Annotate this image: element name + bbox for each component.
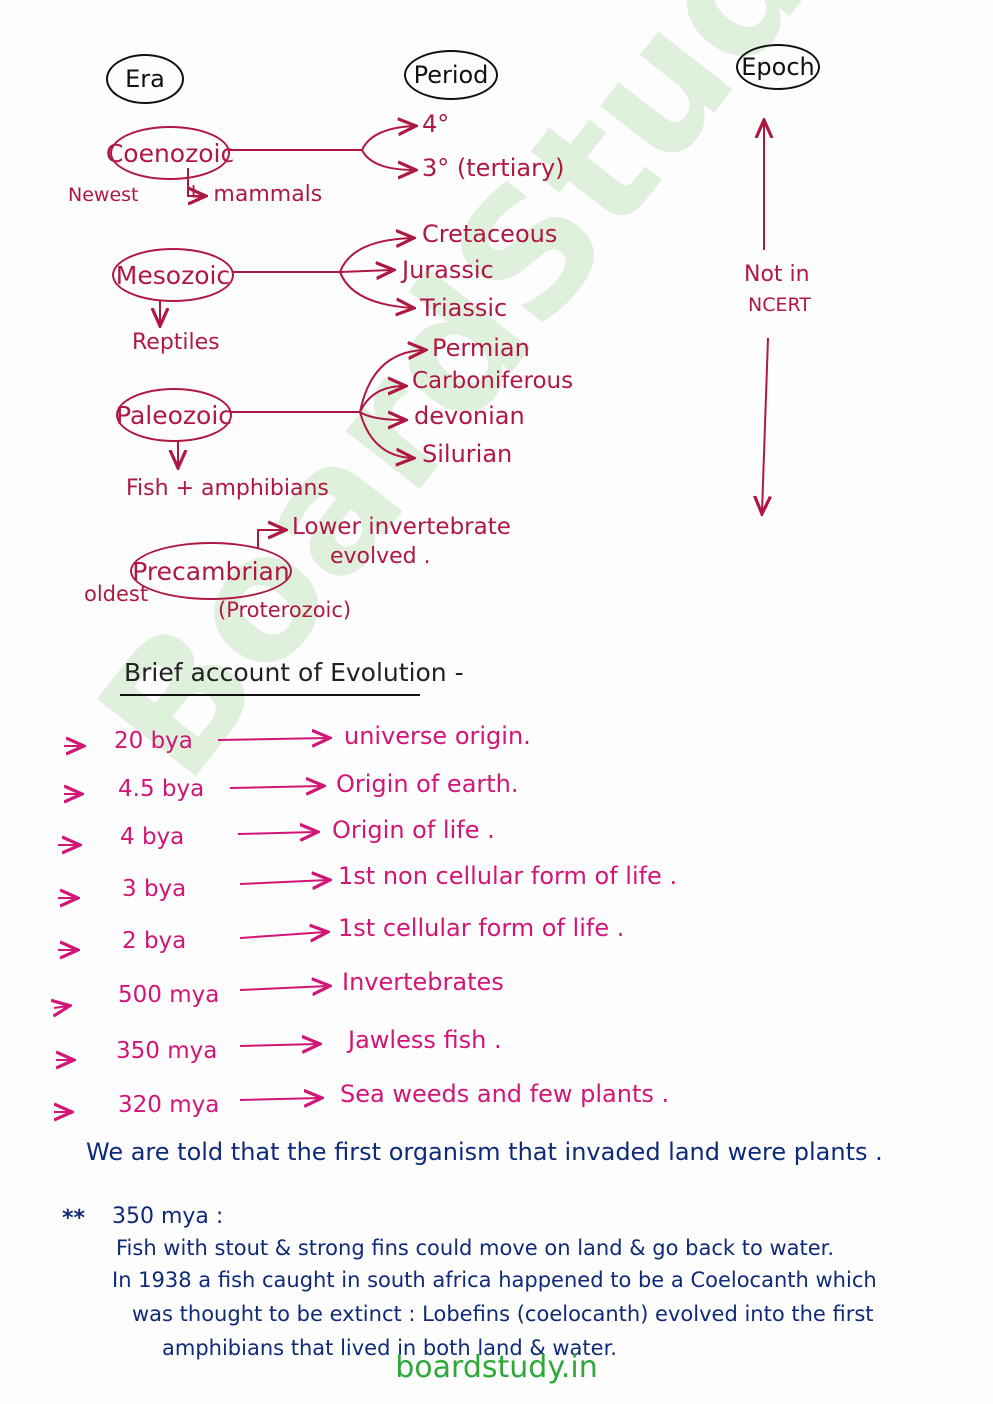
timeline-time: 20 bya <box>114 728 193 754</box>
period-tertiary: 3° (tertiary) <box>422 154 565 182</box>
timeline-event: universe origin. <box>344 722 531 750</box>
section-title: Brief account of Evolution - <box>124 658 464 687</box>
epoch-note-line2: NCERT <box>748 294 811 316</box>
timeline-time: 350 mya <box>116 1038 218 1064</box>
timeline-time: 4 bya <box>120 824 185 850</box>
era-note-mammals: ↳ mammals <box>188 182 323 207</box>
timeline-event: Invertebrates <box>342 968 504 996</box>
note-line: Fish with stout & strong fins could move… <box>116 1236 835 1260</box>
period-lower-invertebrate: Lower invertebrate <box>292 514 511 540</box>
timeline-event: Origin of life . <box>332 816 495 844</box>
timeline-event: 1st non cellular form of life . <box>338 862 678 890</box>
timeline-time: 320 mya <box>118 1092 220 1118</box>
era-tag-oldest: oldest <box>84 582 149 606</box>
header-epoch: Epoch <box>736 44 820 90</box>
period-devonian: devonian <box>414 402 525 430</box>
timeline-event: Jawless fish . <box>348 1026 502 1054</box>
note-line: amphibians that lived in both land & wat… <box>162 1336 617 1360</box>
note-line: In 1938 a fish caught in south africa ha… <box>112 1268 877 1292</box>
timeline-time: 4.5 bya <box>118 776 205 802</box>
era-precambrian: Precambrian <box>130 542 292 600</box>
era-mesozoic: Mesozoic <box>112 248 234 302</box>
statement-first-land-organism: We are told that the first organism that… <box>86 1138 883 1166</box>
period-permian: Permian <box>432 334 530 362</box>
era-note-proterozoic: (Proterozoic) <box>218 598 352 622</box>
footer-site-link[interactable]: boardstudy.in <box>395 1350 598 1385</box>
timeline-time: 3 bya <box>122 876 187 902</box>
era-paleozoic: Paleozoic <box>116 388 232 442</box>
period-triassic: Triassic <box>420 294 508 322</box>
period-carboniferous: Carboniferous <box>412 368 574 394</box>
note-marker: ** <box>62 1206 86 1231</box>
period-cretaceous: Cretaceous <box>422 220 558 248</box>
period-silurian: Silurian <box>422 440 513 468</box>
period-4: 4° <box>422 110 450 138</box>
era-note-fish-amphibians: Fish + amphibians <box>126 476 329 501</box>
timeline-time: 2 bya <box>122 928 187 954</box>
epoch-note-line1: Not in <box>744 262 810 287</box>
era-coenozoic: Coenozoic <box>106 126 234 180</box>
era-note-reptiles: Reptiles <box>132 330 220 355</box>
timeline-event: 1st cellular form of life . <box>338 914 625 942</box>
note-line: was thought to be extinct : Lobefins (co… <box>132 1302 874 1326</box>
period-evolved: evolved . <box>330 544 431 569</box>
note-heading: 350 mya : <box>112 1204 224 1229</box>
timeline-time: 500 mya <box>118 982 220 1008</box>
header-period: Period <box>404 50 498 100</box>
era-tag-newest: Newest <box>68 184 139 206</box>
timeline-event: Sea weeds and few plants . <box>340 1080 670 1108</box>
header-era: Era <box>106 54 184 104</box>
period-jurassic: Jurassic <box>402 256 494 284</box>
timeline-event: Origin of earth. <box>336 770 519 798</box>
